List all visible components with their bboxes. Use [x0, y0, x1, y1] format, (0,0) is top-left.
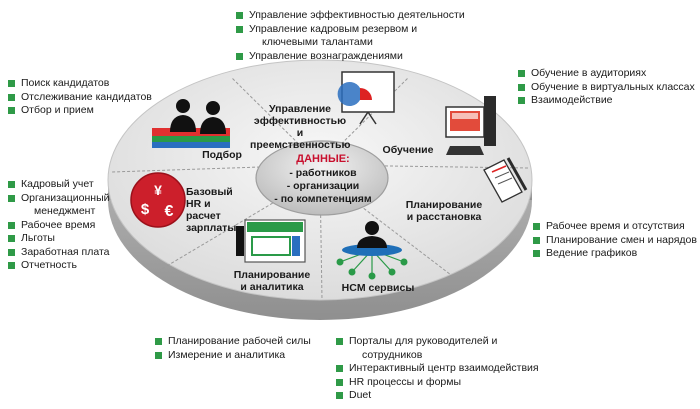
list-item: Кадровый учет [8, 178, 128, 192]
currency-yen-glyph: ¥ [154, 182, 162, 198]
list-item: Обучение в аудиториях [518, 67, 698, 81]
segment-label-line: Обучение [382, 144, 434, 156]
list-item: Льготы [8, 232, 128, 246]
segment-label-line: эффективностью и [253, 115, 347, 139]
segment-label-line: Планирование [233, 269, 311, 281]
list-item: Рабочее время [8, 219, 128, 233]
list-item: Отчетность [8, 259, 128, 273]
people-meeting-icon [152, 99, 230, 148]
list-item: Организационный [8, 192, 128, 206]
segment-label-line: HCM сервисы [341, 282, 415, 294]
segment-label-line: и расстановка [406, 211, 482, 223]
list-item: HR процессы и формы [336, 376, 556, 390]
list-item: сотрудников [362, 348, 423, 361]
center-item: - по компетенциям [274, 193, 372, 205]
center-item: - работников [289, 167, 357, 179]
list-item: Поиск кандидатов [8, 77, 178, 91]
list-item: Управление вознаграждениями [236, 50, 476, 64]
segment-label-performance: Управление эффективностью и преемственно… [250, 103, 350, 151]
segment-label-line: Базовый [186, 186, 233, 198]
segment-label-planning-placement: Планирование и расстановка [396, 199, 492, 223]
list-performance-features: Управление эффективностью деятельности У… [236, 9, 476, 63]
list-core-hr-features: Кадровый учет Организационный менеджмент… [8, 178, 128, 273]
segment-label-line: HR и [186, 198, 211, 210]
clipboard-pen-icon [483, 157, 528, 203]
list-item: ключевыми талантами [262, 36, 373, 48]
list-item: Рабочее время и отсутствия [533, 220, 698, 234]
segment-label-line: Подбор [202, 149, 242, 161]
list-item: Измерение и аналитика [155, 349, 335, 363]
segment-label-line: преемственностью [250, 139, 351, 151]
list-item: Duet [336, 389, 556, 403]
presentation-board-icon [337, 71, 395, 125]
list-item: Заработная плата [8, 246, 128, 260]
segment-label-line: Управление [268, 103, 332, 115]
list-item: Взаимодействие [518, 94, 698, 108]
list-recruiting-features: Поиск кандидатов Отслеживание кандидатов… [8, 77, 178, 118]
currency-euro-glyph: € [165, 203, 174, 220]
list-item: Интерактивный центр взаимодействия [336, 362, 556, 376]
computer-icon [445, 96, 496, 155]
list-item: Планирование рабочей силы [155, 335, 335, 349]
list-hcm-features: Порталы для руководителей и сотрудников … [336, 335, 556, 403]
list-item: Планирование смен и нарядов [533, 234, 698, 248]
segment-label-learning: Обучение [378, 144, 438, 156]
segment-label-hcm: HCM сервисы [338, 282, 418, 294]
manager-network-icon [336, 221, 408, 280]
segment-label-planning-analytics: Планирование и аналитика [232, 269, 312, 293]
center-item: - организации [286, 180, 360, 192]
segment-label-line: расчет [186, 210, 221, 222]
list-item: Управление эффективностью деятельности [236, 9, 476, 23]
list-item: менеджмент [34, 205, 96, 217]
list-item: Управление кадровым резервом и [236, 23, 476, 37]
report-document-icon [236, 219, 306, 263]
list-item: Обучение в виртуальных классах [518, 81, 698, 95]
segment-label-line: и аналитика [240, 281, 304, 293]
list-analytics-features: Планирование рабочей силы Измерение и ан… [155, 335, 335, 362]
list-placement-features: Рабочее время и отсутствия Планирование … [533, 220, 698, 261]
segment-label-line: Планирование [405, 199, 483, 211]
list-item: Отбор и прием [8, 104, 178, 118]
segment-label-core-hr: Базовый HR и расчет зарплаты [186, 186, 237, 234]
list-learning-features: Обучение в аудиториях Обучение в виртуал… [518, 67, 698, 108]
segment-label-recruiting: Подбор [192, 149, 252, 161]
center-data-block: ДАННЫЕ: - работников - организации - по … [258, 153, 388, 206]
currency-dollar-glyph: $ [141, 201, 150, 218]
list-item: Ведение графиков [533, 247, 698, 261]
segment-label-line: зарплаты [186, 222, 237, 234]
list-item: Отслеживание кандидатов [8, 91, 178, 105]
center-hub [255, 140, 389, 216]
currency-icon: ¥ $ € [130, 172, 186, 228]
center-title: ДАННЫЕ: [296, 153, 350, 165]
list-item: Порталы для руководителей и [336, 335, 556, 349]
